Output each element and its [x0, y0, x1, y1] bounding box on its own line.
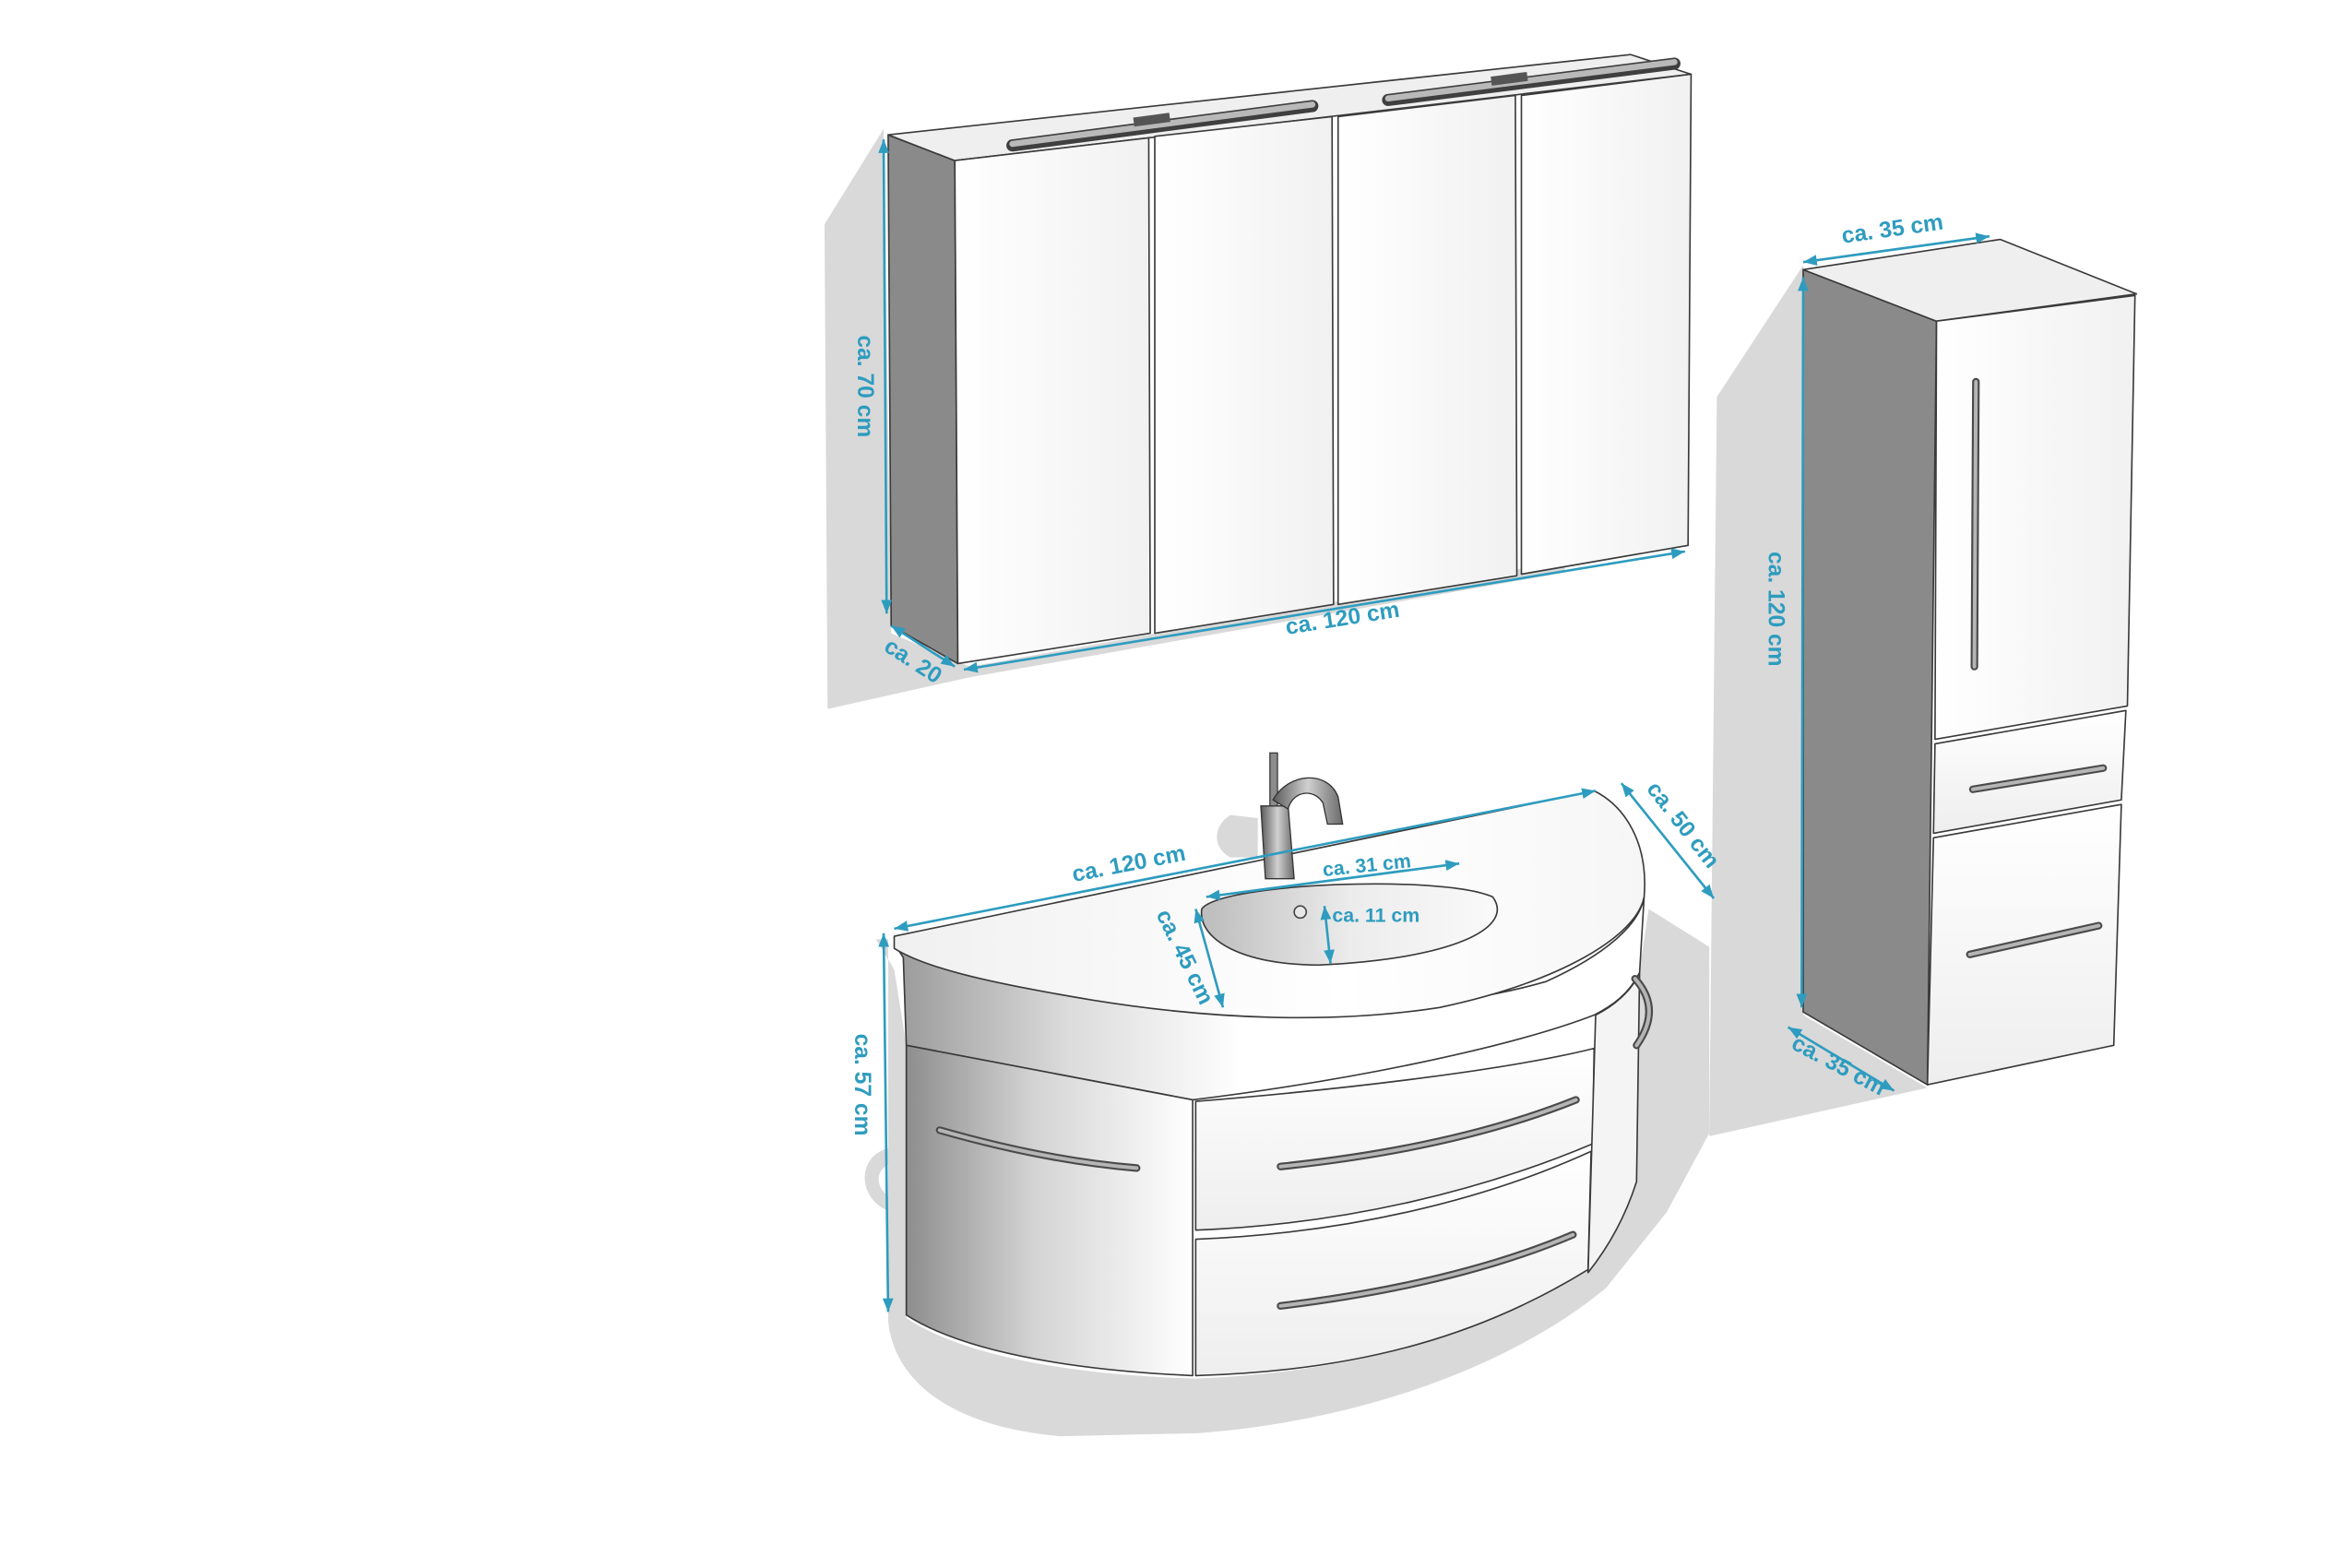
mirror-depth-dimension-line [890, 624, 956, 668]
mirror-height-label: ca. 70 cm [852, 335, 877, 437]
tall-cabinet-drawer-1-handle [1968, 764, 2108, 793]
tall-cabinet-door-handle [1970, 377, 1980, 671]
mirror-width-dimension-line [963, 548, 1686, 673]
basin-length-dimension-line [1194, 909, 1225, 1008]
vanity-height-label: ca. 57 cm [849, 1034, 874, 1136]
mirror-lamp-left [1006, 100, 1319, 152]
vanity-right-end-door [1586, 971, 1641, 1274]
tall-depth-dimension-line [1787, 1026, 1895, 1092]
tall-cabinet-shadow [1709, 265, 1928, 1136]
mirror-cabinet [824, 53, 1693, 709]
mirror-cabinet-side-panel [887, 134, 959, 665]
tall-cabinet-side-panel [1802, 268, 1938, 1086]
vanity-shadow [875, 909, 1710, 1437]
tall-width-label: ca. 35 cm [1840, 210, 1945, 249]
mirror-door-3 [1336, 94, 1518, 606]
basin-width-dimension-line [1206, 860, 1460, 901]
mirror-door-2 [1154, 115, 1335, 635]
tall-height-label: ca. 120 cm [1763, 552, 1788, 667]
faucet-body [1260, 805, 1295, 880]
tall-cabinet-drawer-2-handle [1966, 921, 2103, 958]
vanity-drawer-2-handle [1277, 1230, 1577, 1310]
tall-cabinet-drawer-1 [1932, 709, 2127, 835]
vanity-depth-dimension-line [1620, 782, 1716, 899]
tall-height-dimension-line [1796, 277, 1809, 1008]
basin-depth-label: ca. 11 cm [1332, 904, 1420, 926]
tall-cabinet [1709, 238, 2138, 1136]
vanity-right-door-handle [1631, 974, 1653, 1050]
vanity-width-dimension-line [894, 788, 1597, 932]
vanity-left-door [905, 1044, 1194, 1377]
mirror-height-dimension-line [878, 139, 893, 614]
vanity-left-door-handle [935, 1126, 1141, 1172]
basin-depth-dimension-line [1320, 906, 1335, 964]
mirror-door-1 [954, 137, 1151, 665]
faucet-shadow [1217, 814, 1258, 858]
basin-drain [1293, 905, 1308, 920]
vanity-height-dimension-line [878, 932, 894, 1313]
vanity-unit [864, 752, 1710, 1437]
tall-width-dimension-line [1802, 232, 1990, 266]
vanity-drawer-1-handle [1277, 1096, 1580, 1170]
mirror-lamp-right [1382, 57, 1681, 106]
tall-cabinet-door [1934, 294, 2136, 741]
mirror-door-4 [1520, 73, 1693, 576]
